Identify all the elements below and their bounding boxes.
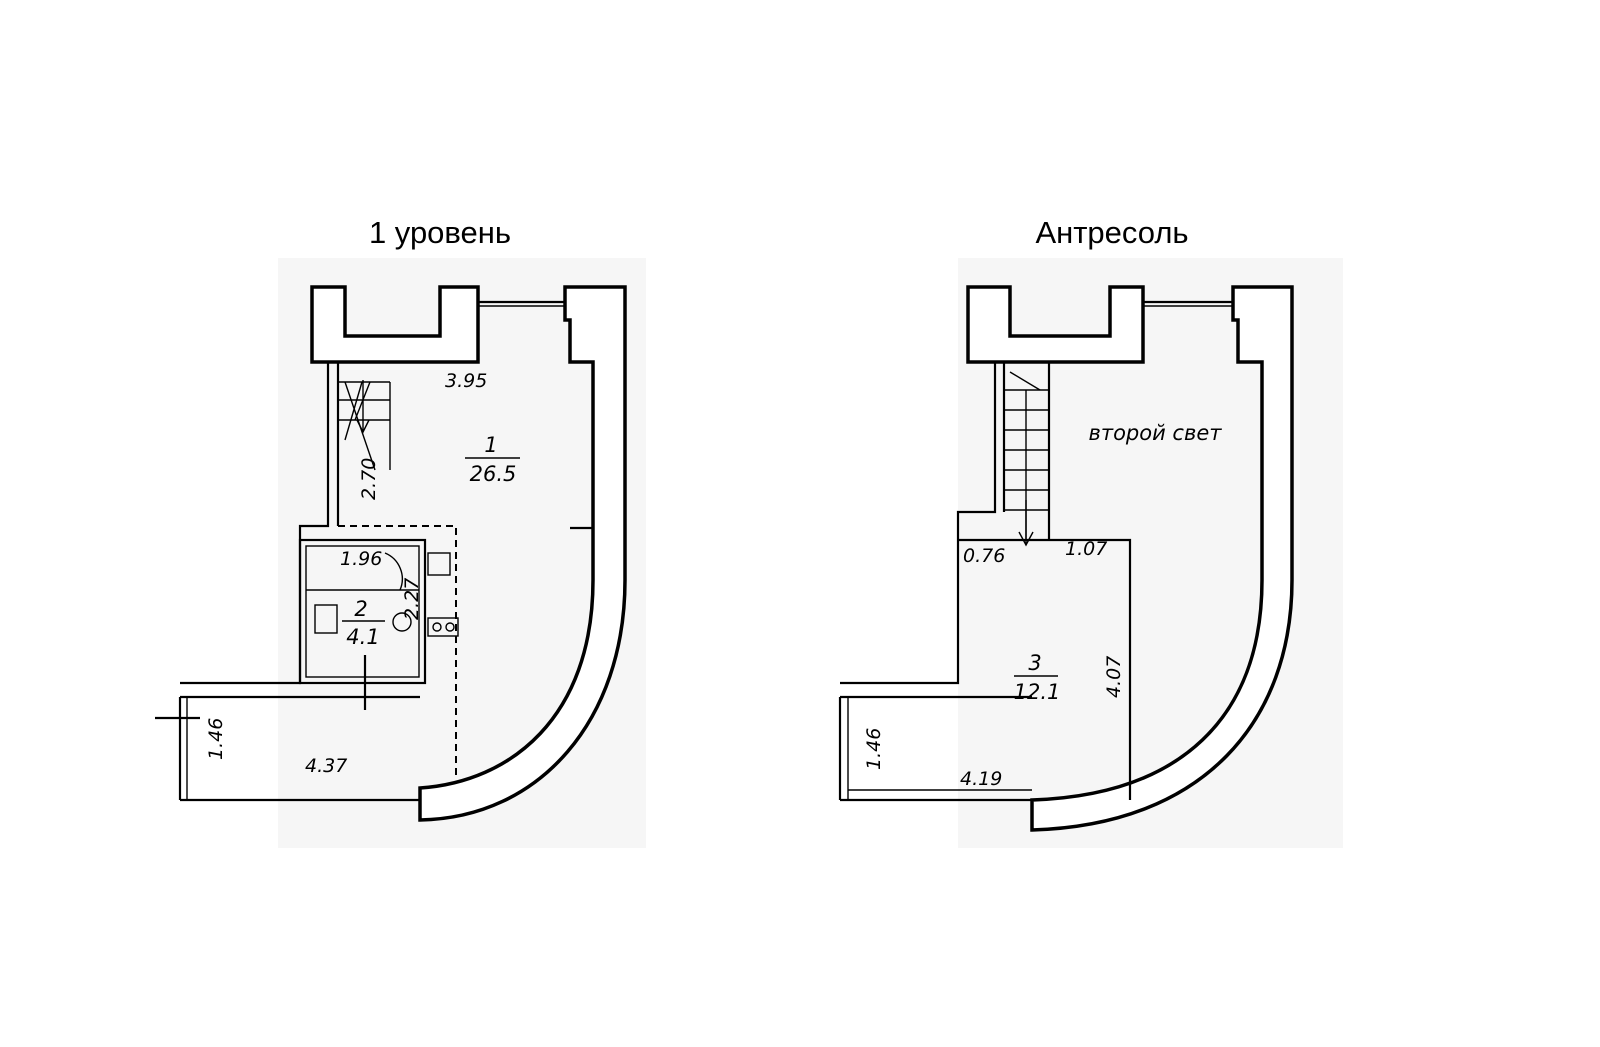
dim-4-19: 4.19 <box>960 768 1002 790</box>
level-1-sink-icon <box>314 604 338 634</box>
room-3-number: 3 <box>1028 651 1041 675</box>
second-light-note: второй свет <box>1088 421 1222 445</box>
room-2-number: 2 <box>354 597 367 621</box>
level-1-door-swing <box>384 552 403 591</box>
level-1-plan: 1 уровень <box>155 215 646 848</box>
dim-1-46-mezz: 1.46 <box>863 728 885 770</box>
level-1-left-wall <box>180 362 330 685</box>
level-1-title: 1 уровень <box>369 215 511 250</box>
level-1-curved-wall <box>418 285 627 822</box>
dim-4-07: 4.07 <box>1103 656 1125 698</box>
dim-1-46: 1.46 <box>205 718 227 760</box>
room-1-area: 26.5 <box>470 462 517 486</box>
dim-1-07: 1.07 <box>1065 538 1107 560</box>
room-3-area: 12.1 <box>1014 680 1061 704</box>
level-1-stairs <box>338 381 391 471</box>
dim-3-95: 3.95 <box>445 370 487 392</box>
dim-1-96: 1.96 <box>340 548 382 570</box>
level-1-bottom-room <box>178 695 420 802</box>
dim-0-76: 0.76 <box>963 545 1005 567</box>
mezzanine-top-block <box>966 285 1145 364</box>
dim-4-37: 4.37 <box>305 755 347 777</box>
room-1-number: 1 <box>484 433 497 457</box>
mezzanine-bottom-room <box>838 695 1032 802</box>
level-1-stove-icon <box>427 617 459 637</box>
dim-2-70: 2.70 <box>358 458 380 500</box>
level-1-shelf-icon <box>427 552 451 576</box>
room-2-area: 4.1 <box>346 625 379 649</box>
mezzanine-plan: Антресоль <box>838 215 1343 848</box>
level-1-top-block <box>310 285 480 364</box>
level-1-toilet-icon <box>392 612 412 632</box>
mezzanine-floor-edge <box>958 538 1132 800</box>
mezzanine-title: Антресоль <box>1035 215 1188 250</box>
level-1-dashed-line <box>338 525 457 775</box>
dim-2-27: 2.27 <box>401 578 423 620</box>
level-1-bathroom <box>298 538 427 685</box>
mezzanine-left-wall <box>840 362 997 685</box>
